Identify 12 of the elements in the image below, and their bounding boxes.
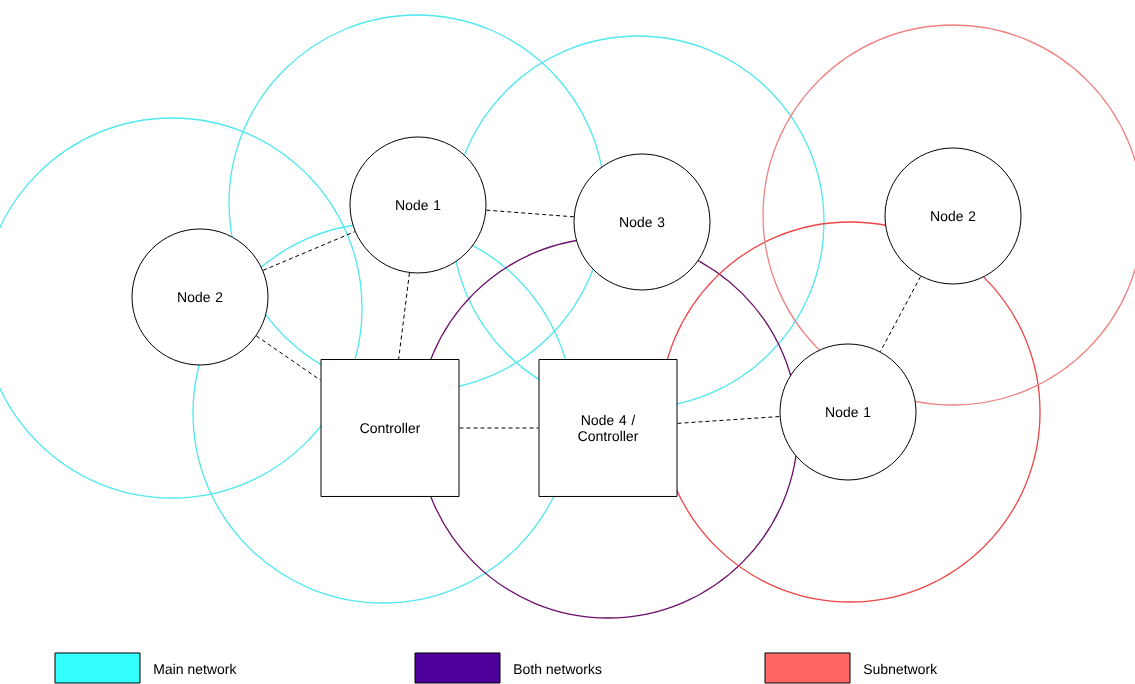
connector [485,209,575,218]
legend-label: Both networks [514,663,602,675]
connector [255,335,321,381]
legend-label: Subnetwork [863,663,938,675]
connector [398,272,410,360]
connector [459,427,539,429]
controller-box: Node 4 / Controller [538,359,678,497]
connector [879,275,922,353]
legend-label: Main network [154,663,237,675]
controller-box: Controller [320,359,460,497]
connector [677,416,781,424]
connector [262,231,356,271]
